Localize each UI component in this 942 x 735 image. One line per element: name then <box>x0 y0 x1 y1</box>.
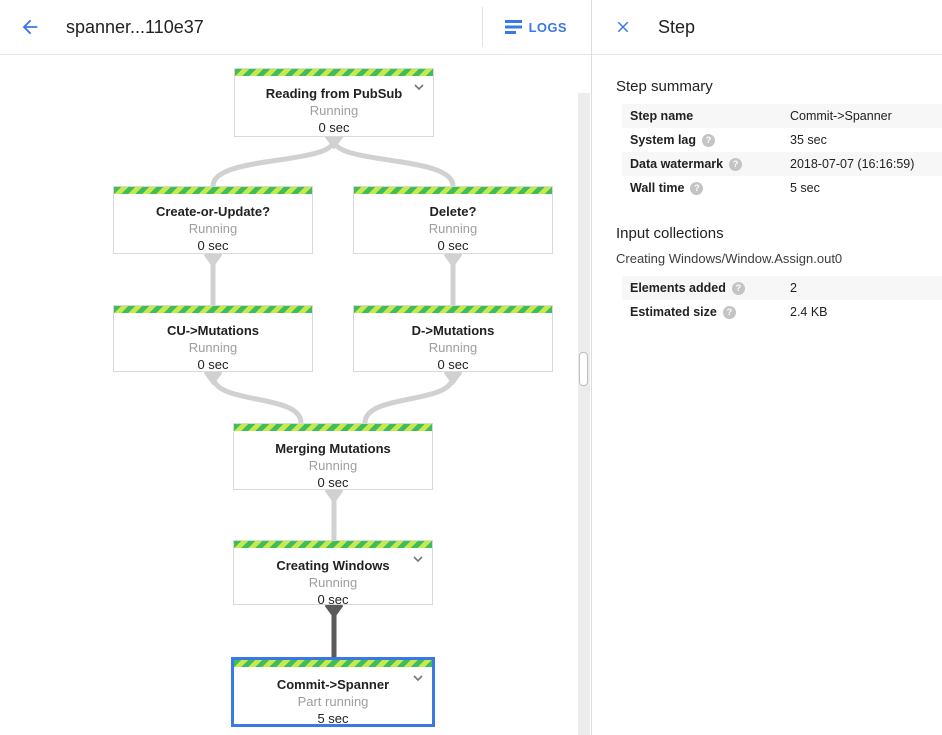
row-label: Elements added <box>630 281 726 295</box>
row-value: 35 sec <box>790 133 827 147</box>
chevron-down-icon[interactable] <box>413 556 423 563</box>
node-time: 5 sec <box>317 711 349 726</box>
node-title: Delete? <box>429 204 477 219</box>
step-summary-table: Step name Commit->Spanner System lag? 35… <box>622 104 942 200</box>
row-value: 2018-07-07 (16:16:59) <box>790 157 915 171</box>
running-stripe <box>354 187 552 194</box>
node-status: Running <box>308 575 358 590</box>
node-status: Running <box>188 221 238 236</box>
graph-node-commit-spanner[interactable]: Commit->Spanner Part running 5 sec <box>231 657 435 727</box>
help-icon[interactable]: ? <box>731 281 745 295</box>
help-glyph: ? <box>694 183 700 193</box>
close-button[interactable] <box>608 12 638 42</box>
node-title: Commit->Spanner <box>276 677 390 692</box>
node-time: 0 sec <box>197 357 229 372</box>
node-status: Running <box>428 221 478 236</box>
collection-row-elements-added: Elements added? 2 <box>622 276 942 300</box>
row-label: Step name <box>630 109 694 123</box>
running-stripe <box>114 187 312 194</box>
row-label: Wall time <box>630 181 685 195</box>
step-details-panel: Step Step summary Step name Commit->Span… <box>591 0 942 735</box>
node-time: 0 sec <box>317 475 349 490</box>
help-icon[interactable]: ? <box>690 181 704 195</box>
node-title: Creating Windows <box>276 558 390 573</box>
input-collections-table: Elements added? 2 Estimated size? 2.4 KB <box>622 276 942 324</box>
node-status: Running <box>309 103 359 118</box>
summary-row-step-name: Step name Commit->Spanner <box>622 104 942 128</box>
node-title: CU->Mutations <box>166 323 260 338</box>
help-glyph: ? <box>726 307 733 317</box>
graph-scrollbar-thumb[interactable] <box>579 352 588 386</box>
job-graph: Reading from PubSub Running 0 sec Create… <box>0 55 578 735</box>
running-stripe <box>234 660 432 667</box>
panel-title: Step <box>658 16 696 37</box>
node-status: Running <box>188 340 238 355</box>
step-summary-heading: Step summary <box>616 78 713 95</box>
node-title: Merging Mutations <box>275 441 391 456</box>
summary-row-data-watermark: Data watermark? 2018-07-07 (16:16:59) <box>622 152 942 176</box>
graph-node-create-or-update[interactable]: Create-or-Update? Running 0 sec <box>113 186 313 254</box>
running-stripe <box>235 69 433 76</box>
row-value: Commit->Spanner <box>790 109 892 123</box>
collection-row-estimated-size: Estimated size? 2.4 KB <box>622 300 942 324</box>
close-icon <box>614 18 632 36</box>
graph-node-creating-windows[interactable]: Creating Windows Running 0 sec <box>233 540 433 607</box>
header-divider <box>481 7 483 47</box>
panel-header: Step <box>592 0 942 55</box>
logs-button[interactable]: LOGS <box>483 0 591 54</box>
row-label: System lag <box>630 133 697 147</box>
logs-icon <box>504 20 522 34</box>
help-glyph: ? <box>735 283 742 293</box>
input-collections-heading: Input collections <box>616 225 724 242</box>
row-value: 2 <box>790 281 797 295</box>
chevron-down-icon[interactable] <box>413 675 423 682</box>
help-icon[interactable]: ? <box>702 133 716 147</box>
row-label: Estimated size <box>630 305 717 319</box>
graph-node-reading-from-pubsub[interactable]: Reading from PubSub Running 0 sec <box>234 68 434 137</box>
running-stripe <box>354 306 552 313</box>
graph-node-d-mutations[interactable]: D->Mutations Running 0 sec <box>353 305 553 372</box>
help-glyph: ? <box>705 135 712 145</box>
row-value: 2.4 KB <box>790 305 828 319</box>
job-title: spanner...110e37 <box>66 16 204 37</box>
summary-row-wall-time: Wall time? 5 sec <box>622 176 942 200</box>
node-title: Create-or-Update? <box>155 204 271 219</box>
node-time: 0 sec <box>437 238 469 253</box>
node-time: 0 sec <box>197 238 229 253</box>
graph-edges <box>204 136 462 657</box>
input-collection-name: Creating Windows/Window.Assign.out0 <box>616 251 843 266</box>
help-icon[interactable]: ? <box>722 305 736 319</box>
node-time: 0 sec <box>318 120 350 135</box>
node-time: 0 sec <box>317 592 349 607</box>
row-value: 5 sec <box>790 181 820 195</box>
graph-node-delete[interactable]: Delete? Running 0 sec <box>353 186 553 254</box>
node-status: Running <box>428 340 478 355</box>
graph-scrollbar-track[interactable] <box>578 93 590 735</box>
running-stripe <box>234 424 432 431</box>
top-bar: spanner...110e37 LOGS <box>0 0 591 55</box>
help-icon[interactable]: ? <box>729 157 743 171</box>
running-stripe <box>234 541 432 548</box>
graph-node-merging-mutations[interactable]: Merging Mutations Running 0 sec <box>233 423 433 490</box>
chevron-down-icon[interactable] <box>414 84 424 91</box>
node-title: Reading from PubSub <box>265 86 403 101</box>
node-title: D->Mutations <box>411 323 495 338</box>
help-glyph: ? <box>732 159 739 169</box>
back-button[interactable] <box>14 11 46 43</box>
node-status: Part running <box>297 694 369 709</box>
arrow-back-icon <box>19 16 41 38</box>
running-stripe <box>114 306 312 313</box>
summary-row-system-lag: System lag? 35 sec <box>622 128 942 152</box>
row-label: Data watermark <box>630 157 724 171</box>
node-time: 0 sec <box>437 357 469 372</box>
node-status: Running <box>308 458 358 473</box>
logs-button-label: LOGS <box>528 19 567 35</box>
graph-node-cu-mutations[interactable]: CU->Mutations Running 0 sec <box>113 305 313 372</box>
